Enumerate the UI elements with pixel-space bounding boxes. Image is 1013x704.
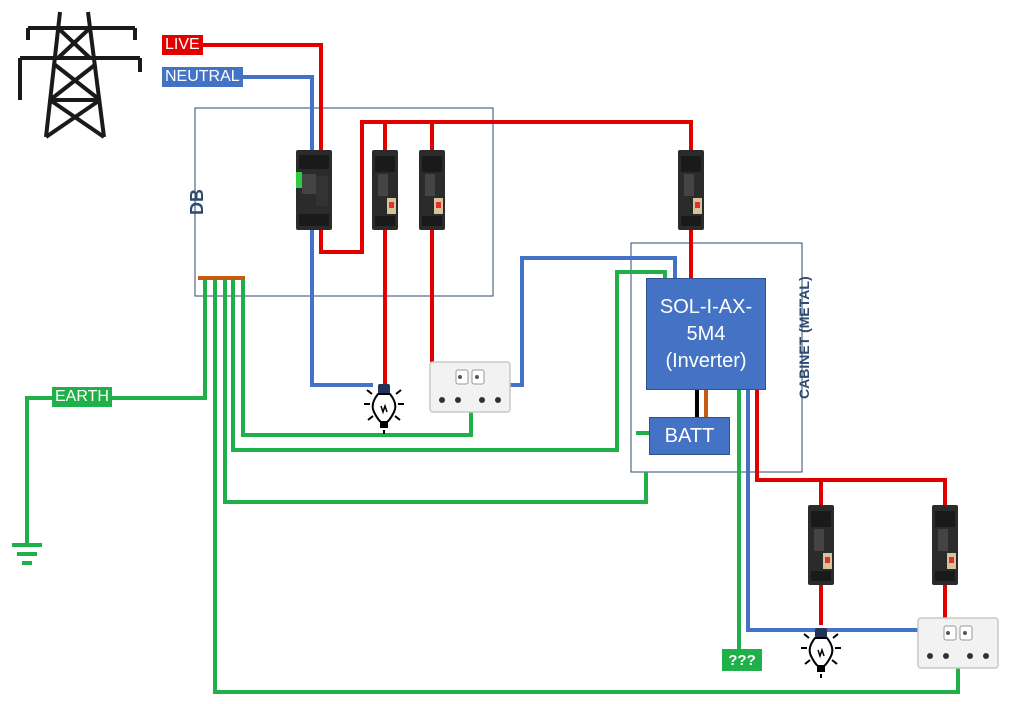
breaker-icon — [372, 150, 398, 230]
live-label: LIVE — [162, 35, 203, 55]
breaker-icon — [419, 150, 445, 230]
bulb-icon — [800, 627, 842, 679]
neutral-label: NEUTRAL — [162, 67, 243, 87]
cabinet-label: CABINET (METAL) — [796, 276, 812, 399]
live-wires — [166, 43, 947, 625]
db-enclosure — [194, 107, 494, 297]
ground-icon — [12, 520, 42, 565]
battery-box: BATT — [649, 417, 730, 455]
db-label: DB — [187, 189, 207, 215]
socket-icon — [917, 617, 999, 669]
pylon-icon — [18, 11, 142, 139]
inverter-line-3: (Inverter) — [665, 349, 747, 372]
earth-label: EARTH — [52, 387, 112, 407]
breaker-icon — [678, 150, 704, 230]
earth-wires — [25, 270, 960, 694]
unknown-earth-label: ??? — [722, 649, 762, 671]
cabinet-enclosure — [630, 242, 803, 473]
socket-icon — [429, 361, 511, 413]
bulb-icon — [363, 383, 405, 435]
breaker-icon — [932, 505, 958, 585]
inverter-line-2: 5M4 — [686, 322, 726, 345]
inverter-line-1: SOL-I-AX- — [659, 295, 753, 318]
inverter-box: SOL-I-AX- 5M4 (Inverter) — [646, 278, 766, 390]
breaker-icon — [296, 150, 332, 230]
breaker-icon — [808, 505, 834, 585]
